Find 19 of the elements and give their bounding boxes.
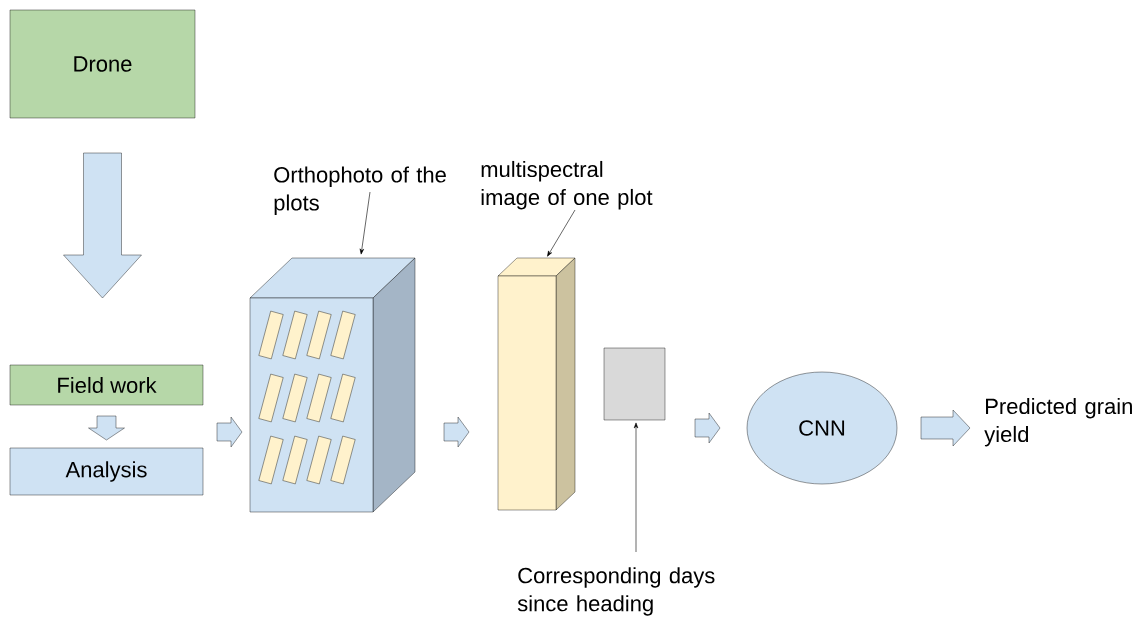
text-label: Corresponding days since heading bbox=[517, 567, 715, 616]
block-arrow bbox=[216, 416, 243, 448]
text-label: Orthophoto of the plots bbox=[274, 166, 446, 215]
drone-box: Drone bbox=[9, 9, 196, 119]
image-cuboid-drawing bbox=[497, 257, 576, 511]
block-arrow bbox=[443, 416, 470, 448]
leader-line bbox=[359, 191, 371, 255]
input-box bbox=[603, 347, 666, 421]
block-arrow bbox=[694, 412, 721, 444]
block-arrow bbox=[88, 415, 125, 441]
process-box: Field work bbox=[9, 364, 204, 406]
leader-line bbox=[633, 422, 639, 553]
block-arrow bbox=[920, 409, 971, 447]
block-arrow bbox=[63, 152, 142, 299]
text-label: Predicted grain yield bbox=[984, 397, 1132, 447]
orthophoto-cube-drawing bbox=[249, 257, 416, 513]
process-box: Analysis bbox=[9, 447, 204, 496]
text-label: multispectral image of one plot bbox=[481, 160, 653, 210]
leader-line bbox=[547, 209, 576, 257]
